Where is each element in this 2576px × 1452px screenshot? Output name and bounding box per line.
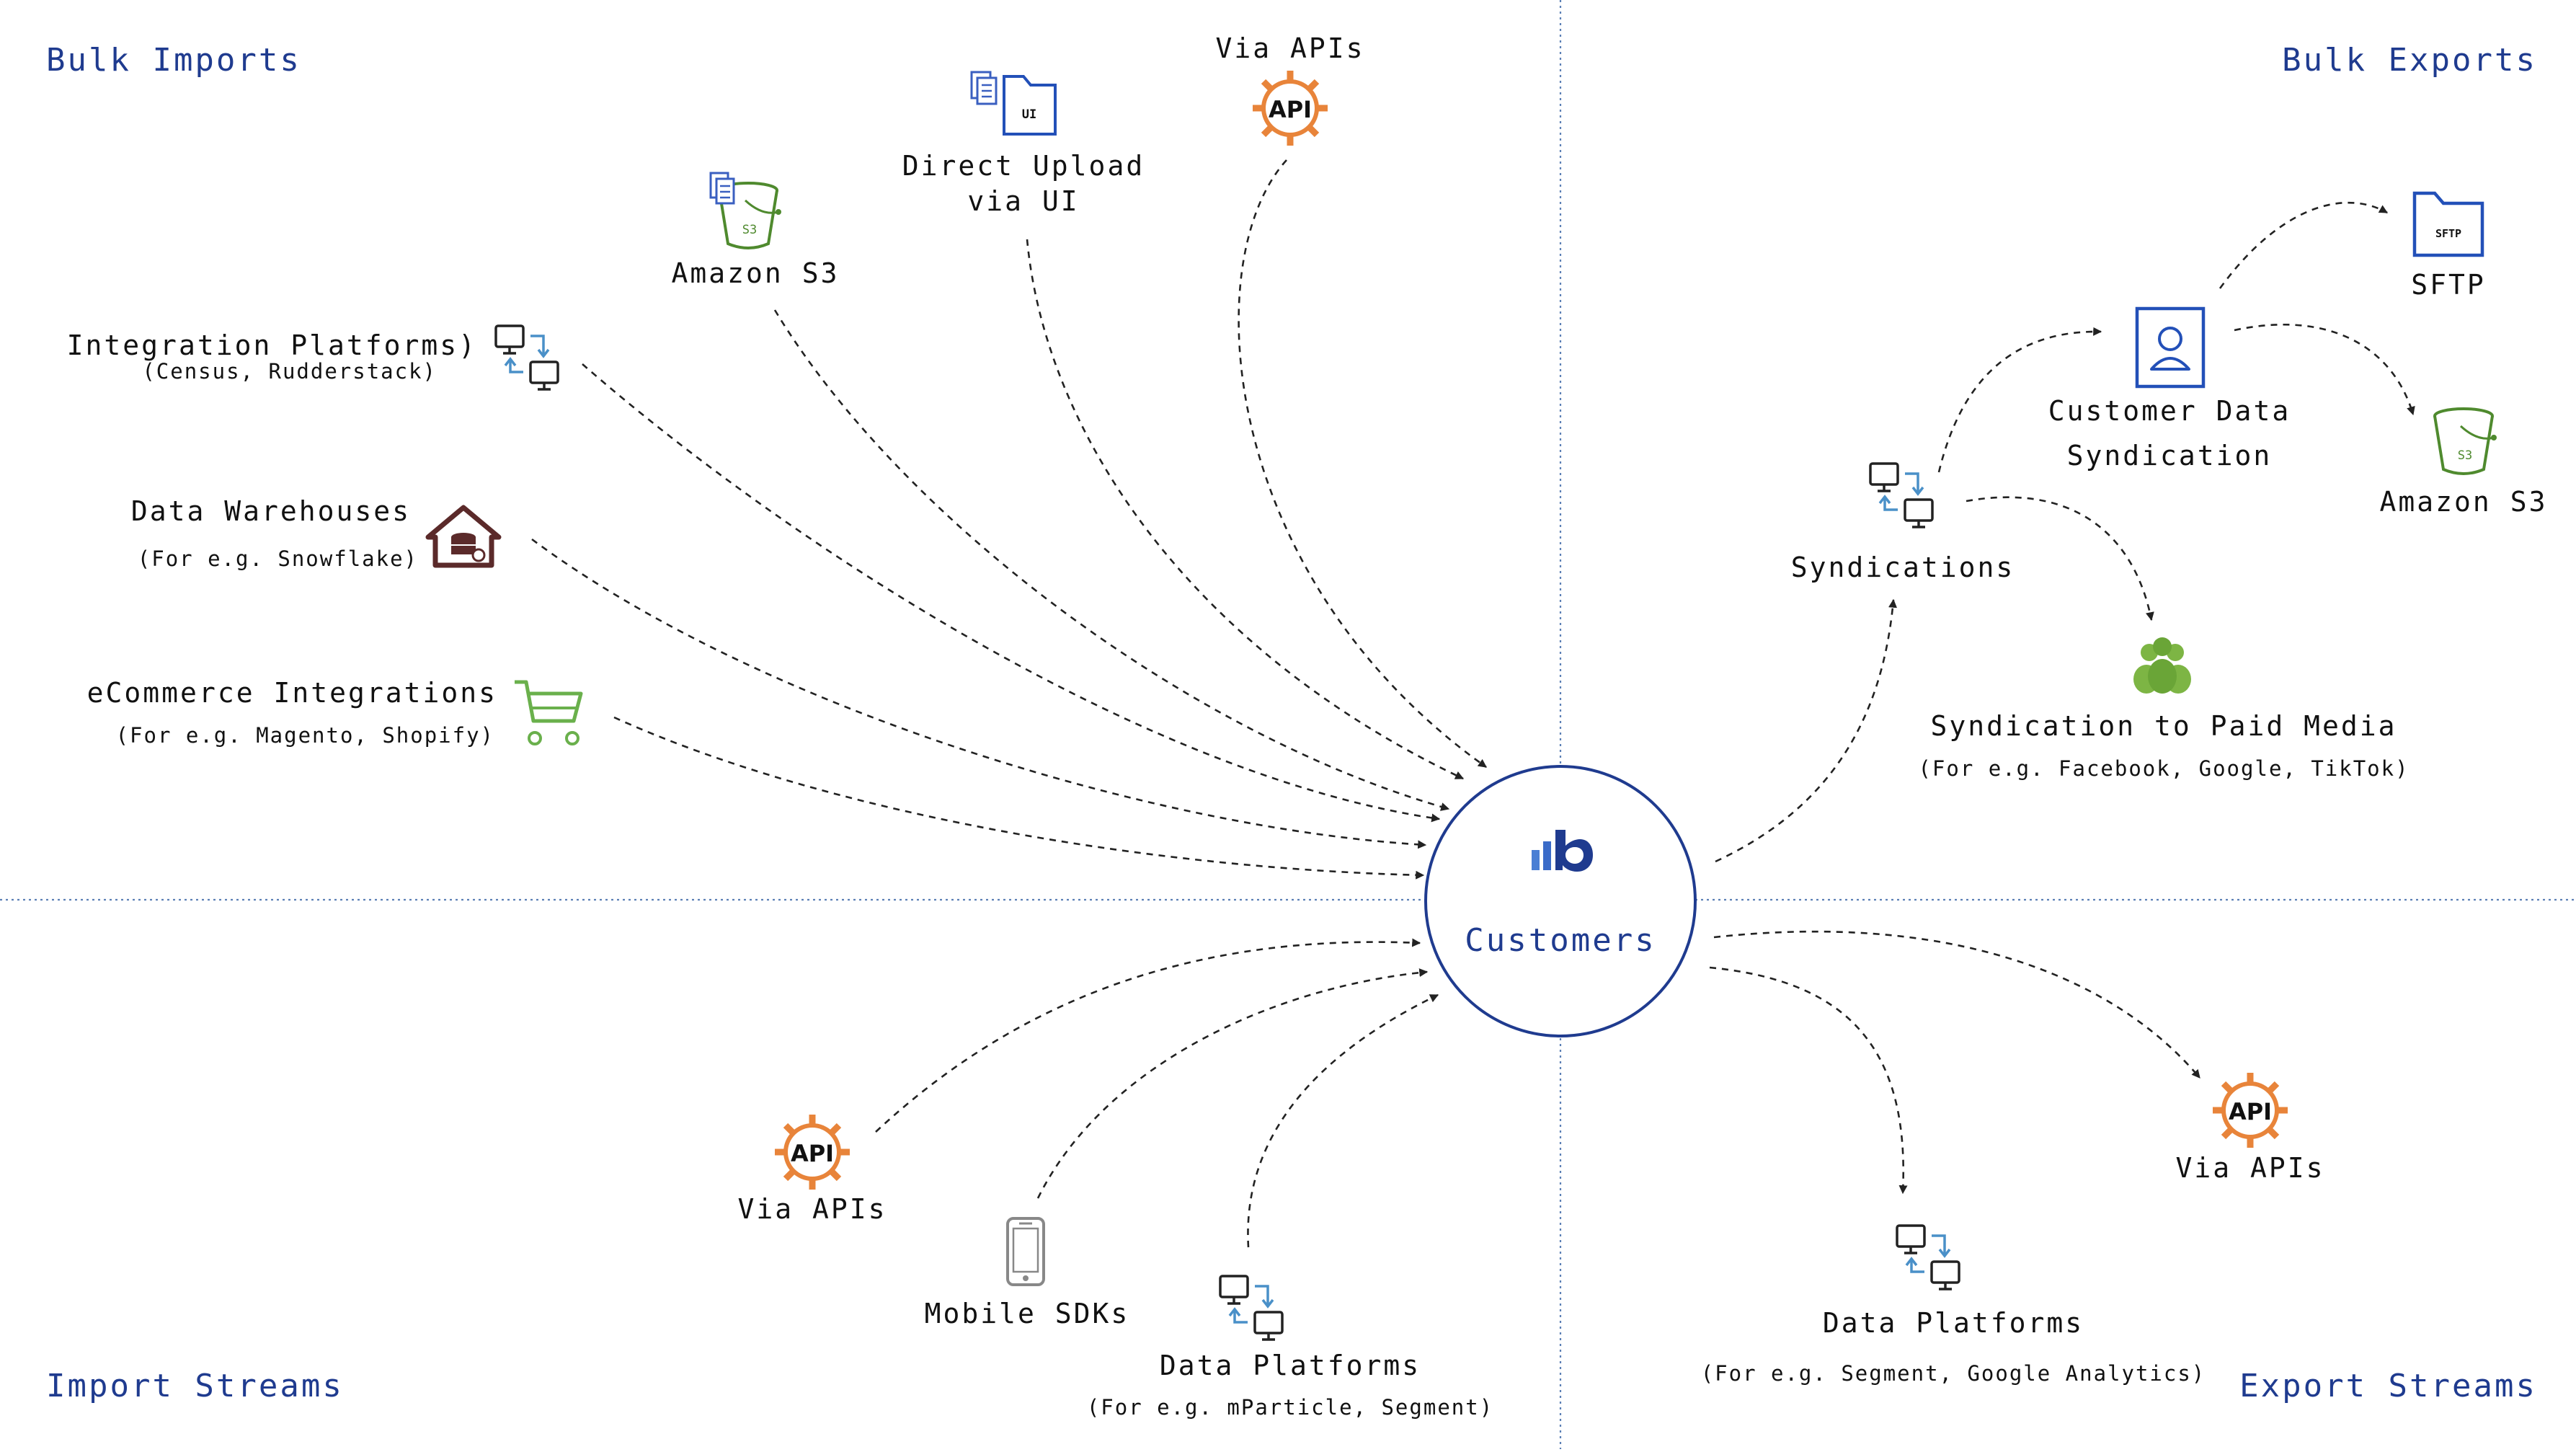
sync-monitors-icon-export <box>1896 1224 1960 1291</box>
data-platforms-out-label: Data Platforms <box>1823 1307 2084 1339</box>
flow-arrow-mobile-sdks <box>1036 968 1429 1199</box>
folder-upload-icon: UI <box>970 71 1057 136</box>
quadrant-title-import-streams: Import Streams <box>46 1368 344 1404</box>
warehouse-icon <box>425 505 502 568</box>
source-data-warehouses[interactable]: Data Warehouses (For e.g. Snowflake) <box>131 495 502 571</box>
dest-amazon-s3[interactable]: S3 Amazon S3 <box>2380 407 2548 518</box>
flow-arrow-to-data-platforms-out <box>1709 966 1908 1195</box>
mobile-phone-icon <box>1006 1217 1045 1286</box>
flow-arrow-to-api-export <box>1713 930 2200 1079</box>
data-platforms-in-sub: (For e.g. mParticle, Segment) <box>1087 1395 1493 1420</box>
flow-arrow-to-sftp <box>2219 201 2389 289</box>
quadrant-title-export-streams: Export Streams <box>2239 1368 2537 1404</box>
bloomreach-logo-icon <box>1532 830 1593 872</box>
api-gear-icon-export: API <box>2213 1073 2288 1148</box>
api-export-label: Via APIs <box>2175 1152 2324 1184</box>
ui-badge-text: UI <box>1022 107 1036 122</box>
data-warehouses-label: Data Warehouses <box>131 495 411 527</box>
syndications-label: Syndications <box>1791 552 2015 583</box>
hub-label: Customers <box>1465 922 1656 959</box>
integration-platforms-label: Integration Platforms) <box>67 329 477 361</box>
api-top-label: Via APIs <box>1215 32 1364 64</box>
mobile-sdks-label: Mobile SDKs <box>925 1298 1130 1329</box>
user-profile-icon <box>2135 306 2206 389</box>
dest-sftp[interactable]: SFTP SFTP <box>2411 191 2486 301</box>
s3-docs-icon <box>709 172 735 205</box>
s3-badge-text-export: S3 <box>2458 448 2472 463</box>
sftp-label: SFTP <box>2411 269 2486 301</box>
quadrant-title-bulk-exports: Bulk Exports <box>2282 42 2537 79</box>
source-ecommerce-integrations[interactable]: eCommerce Integrations (For e.g. Magento… <box>87 677 583 748</box>
flow-arrow-data-warehouses <box>531 538 1427 849</box>
customer-data-syndication-line1: Customer Data <box>2048 395 2291 427</box>
flow-arrow-api-bottom <box>875 938 1421 1133</box>
sync-monitors-icon <box>494 324 559 391</box>
data-platforms-in-label: Data Platforms <box>1160 1350 1421 1381</box>
flow-arrow-api-top <box>1238 159 1487 769</box>
integration-platforms-sub: (Census, Rudderstack) <box>142 359 437 384</box>
flow-arrow-integration-platforms <box>582 363 1441 823</box>
source-amazon-s3[interactable]: S3 Amazon S3 <box>672 172 840 289</box>
data-warehouses-sub: (For e.g. Snowflake) <box>138 546 418 571</box>
s3-badge-text: S3 <box>742 223 757 237</box>
shopping-cart-icon <box>515 680 583 745</box>
dest-customer-data-syndication[interactable]: Customer Data Syndication <box>2048 306 2291 472</box>
sync-monitors-icon-syndications <box>1869 462 1934 528</box>
flow-arrow-ecommerce <box>613 716 1425 880</box>
dest-data-platforms[interactable]: Data Platforms (For e.g. Segment, Google… <box>1701 1224 2206 1386</box>
api-badge-text-bottom: API <box>791 1140 834 1167</box>
data-platforms-out-sub: (For e.g. Segment, Google Analytics) <box>1701 1361 2206 1386</box>
customers-hub[interactable]: Customers <box>1424 765 1697 1037</box>
source-data-platforms[interactable]: Data Platforms (For e.g. mParticle, Segm… <box>1087 1275 1493 1420</box>
flow-arrow-to-paid-media <box>1966 496 2154 621</box>
export-flow-arrows <box>1709 201 2415 1195</box>
dest-api[interactable]: API Via APIs <box>2175 1073 2324 1184</box>
api-badge-text: API <box>1269 96 1312 123</box>
dest-syndications[interactable]: Syndications <box>1791 462 2015 583</box>
direct-upload-label-line2: via UI <box>967 185 1079 217</box>
sftp-badge-text: SFTP <box>2435 227 2461 240</box>
source-direct-upload[interactable]: UI Direct Upload via UI <box>902 71 1145 217</box>
flow-arrow-amazon-s3 <box>773 309 1450 811</box>
customer-data-syndication-line2: Syndication <box>2067 440 2273 472</box>
quadrant-title-bulk-imports: Bulk Imports <box>46 42 301 79</box>
dest-paid-media[interactable]: Syndication to Paid Media (For e.g. Face… <box>1918 637 2409 781</box>
api-gear-icon-bottom: API <box>775 1115 850 1190</box>
ecommerce-sub: (For e.g. Magento, Shopify) <box>116 723 494 748</box>
flow-arrow-to-syndications <box>1715 598 1897 863</box>
api-gear-icon: API <box>1253 71 1328 146</box>
api-badge-text-export: API <box>2229 1098 2272 1125</box>
flow-arrow-data-platforms-in <box>1247 993 1439 1248</box>
api-bottom-label: Via APIs <box>737 1193 887 1225</box>
source-integration-platforms[interactable]: Integration Platforms) (Census, Rudderst… <box>67 324 559 391</box>
s3-bucket-icon-export: S3 <box>2433 407 2498 475</box>
direct-upload-label-line1: Direct Upload <box>902 150 1145 182</box>
sync-monitors-icon-import <box>1219 1275 1284 1341</box>
amazon-s3-export-label: Amazon S3 <box>2380 486 2548 518</box>
import-flow-arrows <box>531 159 1487 1248</box>
paid-media-label: Syndication to Paid Media <box>1931 710 2397 742</box>
people-group-icon <box>2133 637 2191 694</box>
flow-arrow-to-customer-data-syndication <box>1937 327 2102 473</box>
source-mobile-sdks[interactable]: Mobile SDKs <box>925 1217 1130 1329</box>
s3-bucket-icon: S3 <box>718 182 783 249</box>
source-api-bottom[interactable]: API Via APIs <box>737 1115 887 1225</box>
amazon-s3-label: Amazon S3 <box>672 257 840 289</box>
ecommerce-label: eCommerce Integrations <box>87 677 497 709</box>
flow-arrow-direct-upload <box>1026 239 1465 780</box>
sftp-folder-icon: SFTP <box>2412 191 2484 257</box>
paid-media-sub: (For e.g. Facebook, Google, TikTok) <box>1918 756 2409 781</box>
source-api-top[interactable]: Via APIs API <box>1215 32 1364 146</box>
